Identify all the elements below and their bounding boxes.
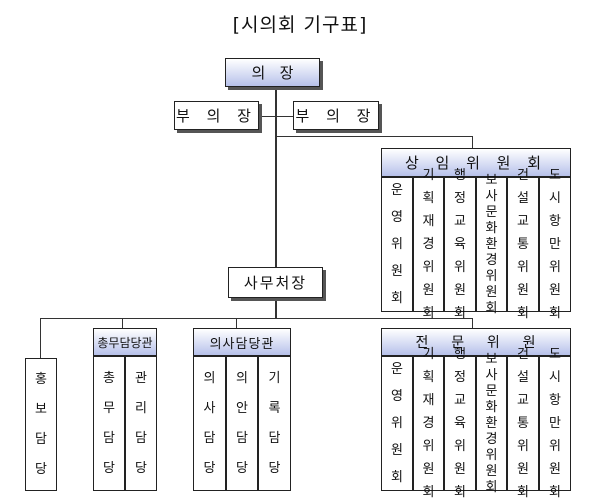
vice-chairman-right-label: 부 의 장: [295, 107, 377, 125]
standing-committee-title: 상 임 위 원 회: [404, 154, 548, 172]
standing-committee-header: 상 임 위 원 회: [381, 148, 571, 177]
unit-label: 기록담당: [268, 370, 281, 476]
pr-unit-label: 홍보담당: [35, 371, 47, 477]
pr-unit-box: 홍보담당: [25, 358, 57, 491]
unit-label: 의사담당: [203, 370, 216, 476]
unit-label: 의안담당: [236, 370, 248, 476]
committee-label: 기획재경위원회: [422, 168, 435, 321]
standing-committee-1: 운영위원회: [381, 177, 413, 312]
chart-title: [시의회 기구표]: [232, 14, 368, 36]
committee-label: 건설교통위원회: [517, 168, 529, 321]
committee-label: 기획재경위원회: [422, 347, 435, 500]
proceedings-unit-1: 의사담당: [193, 356, 226, 491]
vice-chairman-right-box: 부 의 장: [293, 101, 379, 130]
expert-advisor-header: 전 문 위 원: [381, 328, 571, 356]
standing-committee-6: 도시항만위원회: [539, 168, 571, 321]
expert-committee-2: 기획재경위원회: [413, 347, 444, 500]
vice-chairman-left-label: 부 의 장: [176, 107, 257, 125]
committee-label: 도시항만위원회: [549, 168, 561, 321]
committee-label: 건설교통위원회: [517, 347, 529, 500]
committee-label: 운영위원회: [391, 362, 403, 485]
standing-committee-4: 보사문화환경위원회: [476, 173, 507, 316]
committee-label: 보사문화환경위원회: [485, 351, 498, 495]
expert-advisor-title: 전 문 위 원: [415, 335, 537, 351]
committee-label: 운영위원회: [391, 183, 403, 306]
expert-committee-4: 보사문화환경위원회: [476, 352, 507, 495]
committee-label: 도시항만위원회: [549, 347, 561, 500]
committee-label: 보사문화환경위원회: [485, 172, 498, 316]
proceedings-header: 의사담당관: [193, 328, 291, 356]
vice-chairman-left-box: 부 의 장: [174, 101, 259, 130]
expert-committee-6: 도시항만위원회: [539, 347, 571, 500]
expert-committee-1: 운영위원회: [381, 356, 413, 491]
unit-label: 총무담당: [103, 370, 115, 476]
standing-committee-2: 기획재경위원회: [413, 168, 444, 321]
general-affairs-title: 총무담당관: [97, 335, 153, 350]
expert-committee-5: 건설교통위원회: [507, 347, 539, 500]
chairman-box: 의 장: [225, 58, 320, 87]
proceedings-unit-3: 기록담당: [258, 356, 291, 491]
proceedings-unit-2: 의안담당: [226, 356, 258, 491]
committee-label: 행정교육위원회: [454, 168, 466, 321]
chairman-label: 의 장: [251, 64, 294, 82]
unit-label: 관리담당: [135, 370, 147, 476]
expert-committee-3: 행정교육위원회: [444, 347, 476, 500]
standing-committee-3: 행정교육위원회: [444, 168, 476, 321]
proceedings-title: 의사담당관: [209, 336, 275, 352]
committee-label: 행정교육위원회: [454, 347, 466, 500]
general-affairs-unit-1: 총무담당: [93, 356, 125, 491]
secretary-general-box: 사무처장: [228, 267, 323, 298]
secretary-general-label: 사무처장: [243, 274, 308, 292]
general-affairs-header: 총무담당관: [93, 328, 157, 356]
standing-committee-5: 건설교통위원회: [507, 168, 539, 321]
general-affairs-unit-2: 관리담당: [125, 356, 157, 491]
